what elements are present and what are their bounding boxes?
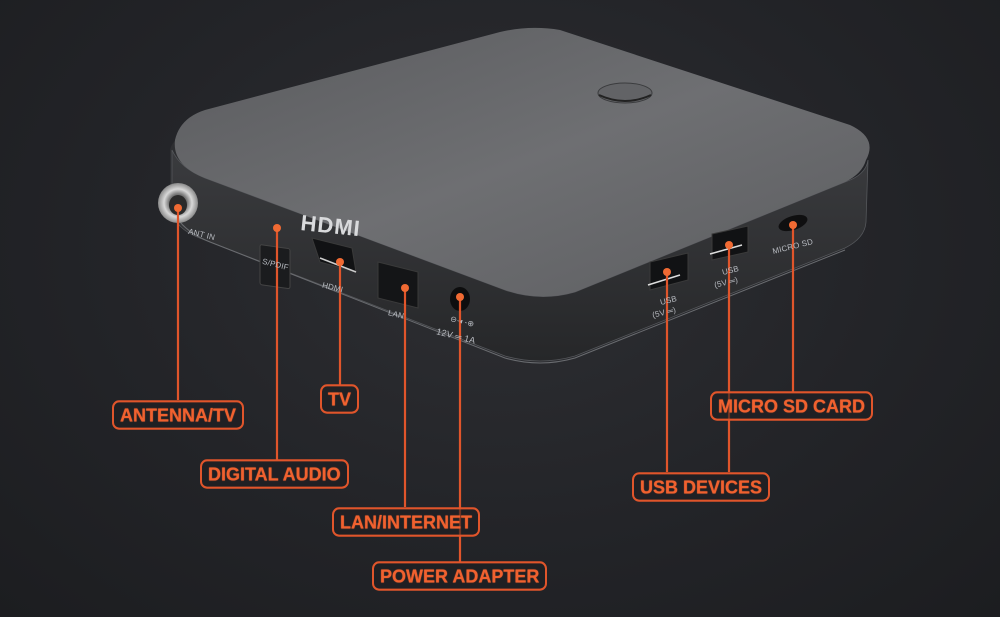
callout-antenna-tv: ANTENNA/TV [112, 400, 244, 430]
callout-digital-audio: DIGITAL AUDIO [200, 459, 349, 489]
spdif-port-icon [259, 244, 291, 290]
device-top [174, 27, 870, 297]
callout-usb-devices: USB DEVICES [632, 472, 771, 502]
port-dots [174, 204, 797, 301]
lan-port-icon [377, 261, 419, 309]
callout-power-adapter: POWER ADAPTER [372, 561, 548, 591]
callout-micro-sd-card: MICRO SD CARD [710, 391, 873, 421]
callout-lan-internet: LAN/INTERNET [332, 507, 480, 537]
leader-lines [176, 208, 795, 562]
callout-tv: TV [320, 384, 360, 414]
power-button[interactable] [597, 82, 653, 104]
